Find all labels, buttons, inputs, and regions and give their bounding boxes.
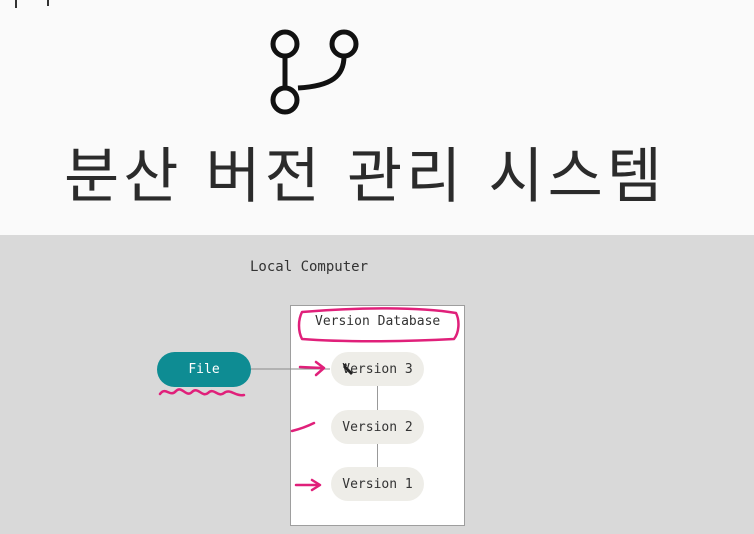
version-database-label: Version Database (315, 314, 441, 329)
page-title: 분산 버전 관리 시스템 (64, 142, 667, 212)
connector-line (377, 444, 378, 467)
local-computer-label: Local Computer (250, 259, 369, 275)
connector-line (377, 386, 378, 410)
git-branch-icon (270, 29, 359, 115)
file-node: File (157, 352, 251, 387)
diagram-area: Local Computer File Version Database Ver… (0, 235, 754, 534)
version-node: Version 3 (331, 352, 424, 386)
version-node: Version 2 (331, 410, 424, 444)
version-node: Version 1 (331, 467, 424, 501)
underline-annotation (158, 388, 246, 397)
version-database-box: Version Database Version 3 Version 2 Ver… (290, 305, 465, 526)
corner-mark-icon (15, 0, 49, 8)
title-slide-header: 분산 버전 관리 시스템 (0, 0, 754, 235)
